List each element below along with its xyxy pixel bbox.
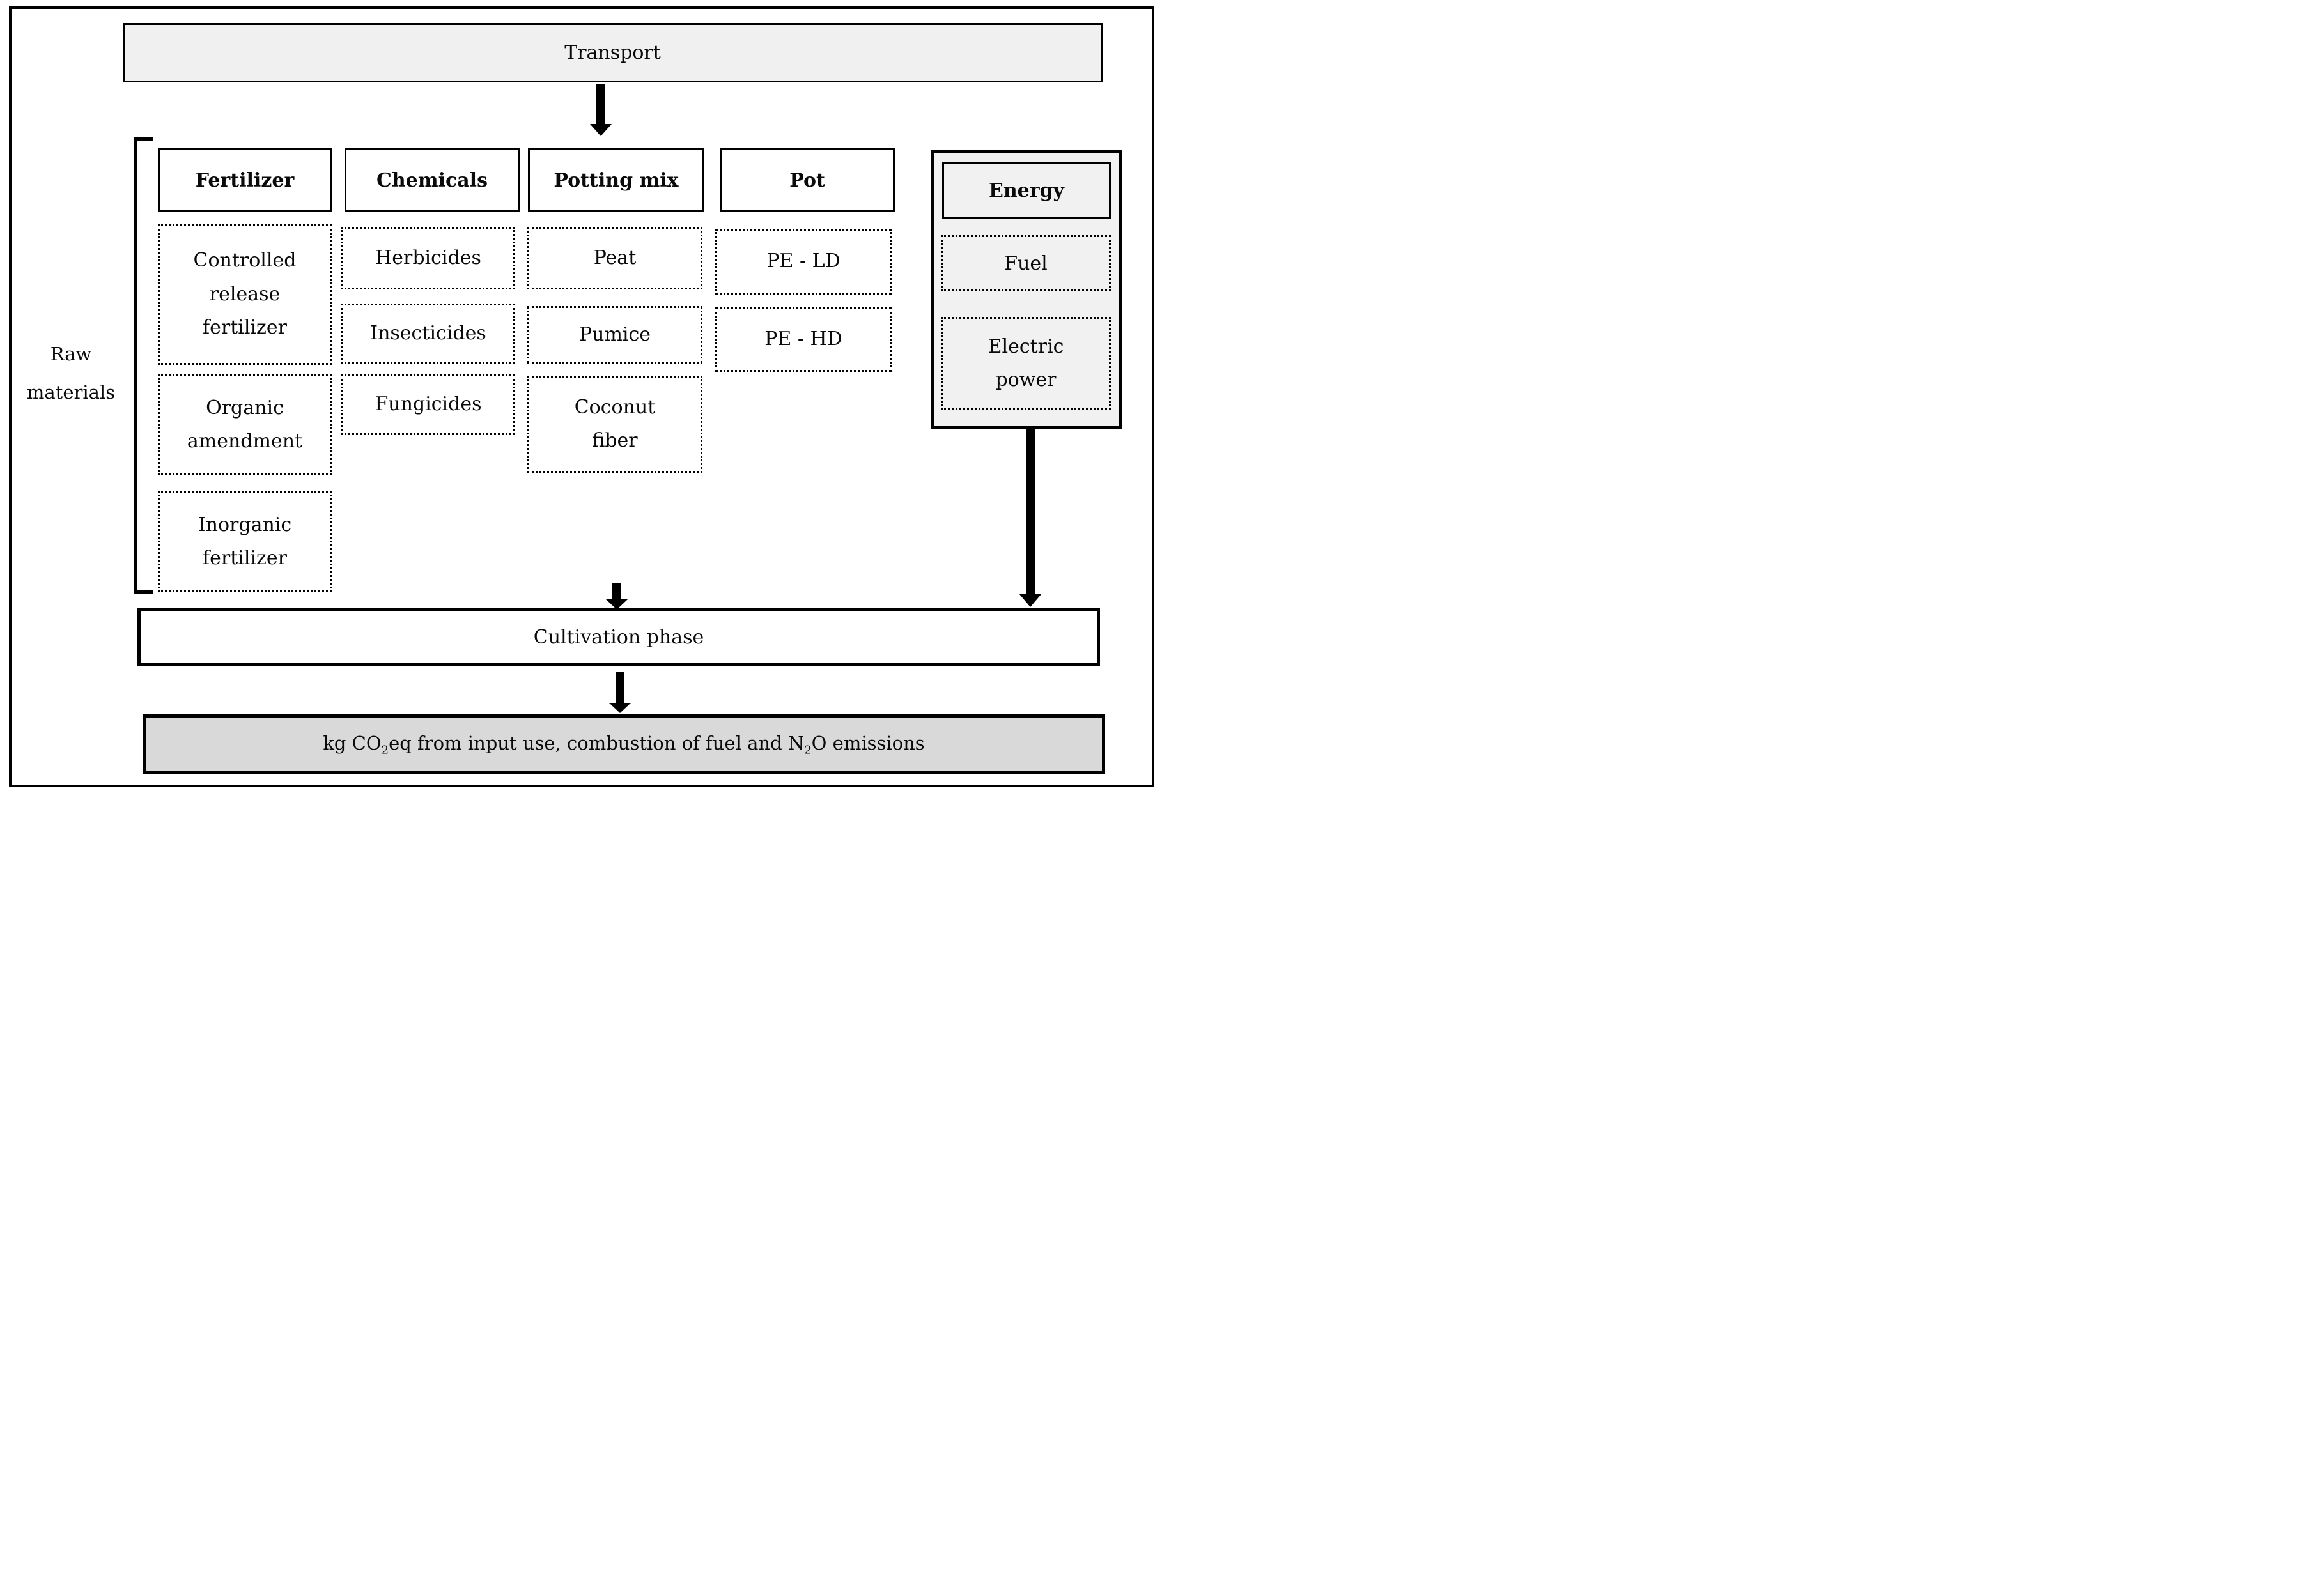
item-organic-amendment: Organic amendment [158, 374, 332, 475]
item-label: Fuel [1004, 252, 1048, 275]
emissions-output-box: kg CO2eq from input use, combustion of f… [143, 714, 1105, 774]
header-label: Potting mix [554, 169, 679, 192]
item-peat: Peat [527, 227, 702, 289]
header-label: Fertilizer [195, 169, 295, 192]
header-label: Chemicals [376, 169, 488, 192]
item-label: Insecticides [370, 321, 486, 344]
item-fuel: Fuel [941, 235, 1111, 291]
item-electric-power: Electric power [941, 317, 1111, 410]
emissions-output-label: kg CO2eq from input use, combustion of f… [323, 732, 924, 757]
item-label: PE - LD [766, 250, 841, 273]
item-label: Coconut fiber [574, 396, 656, 452]
arrow-head [590, 124, 612, 136]
item-label: Herbicides [375, 246, 481, 269]
item-controlled-release-fertilizer: Controlled release fertilizer [158, 224, 332, 365]
arrow-head [606, 599, 628, 610]
item-label: Pumice [578, 323, 651, 346]
outer-frame [9, 6, 1154, 787]
item-pumice: Pumice [527, 306, 702, 364]
cultivation-label: Cultivation phase [533, 626, 704, 649]
item-label: Organic amendment [187, 396, 303, 453]
output-subscript: 2 [804, 743, 812, 757]
item-insecticides: Insecticides [341, 304, 515, 364]
raw-materials-label: Raw materials [12, 335, 130, 411]
column-header-chemicals: Chemicals [345, 148, 520, 212]
item-pe-ld: PE - LD [715, 229, 892, 295]
arrow-shaft [616, 672, 624, 703]
item-inorganic-fertilizer: Inorganic fertilizer [158, 491, 332, 592]
output-segment: O emissions [811, 732, 925, 754]
item-fungicides: Fungicides [341, 374, 515, 435]
energy-header-label: Energy [989, 179, 1064, 202]
arrow-shaft [612, 583, 621, 599]
arrow-cultivation-to-output-icon [609, 672, 631, 713]
arrow-head [609, 703, 631, 713]
item-label: Electric power [988, 335, 1064, 392]
arrow-shaft [596, 84, 605, 124]
arrow-head [1019, 594, 1041, 607]
header-label: Pot [789, 169, 825, 192]
item-label: Fungicides [375, 393, 482, 416]
column-header-pot: Pot [720, 148, 895, 212]
raw-materials-label-line1: Raw [50, 343, 92, 365]
arrow-shaft [1026, 429, 1035, 594]
energy-panel: Energy Fuel Electric power [931, 150, 1122, 429]
transport-box: Transport [123, 23, 1103, 82]
column-header-potting-mix: Potting mix [528, 148, 704, 212]
item-label: PE - HD [764, 328, 842, 351]
item-pe-hd: PE - HD [715, 307, 892, 372]
energy-header-box: Energy [942, 162, 1111, 219]
item-label: Peat [593, 247, 637, 270]
item-herbicides: Herbicides [341, 227, 515, 289]
arrow-raw-materials-to-cultivation-icon [606, 583, 628, 610]
arrow-energy-to-cultivation-icon [1019, 429, 1041, 608]
output-segment: kg CO [323, 732, 382, 754]
diagram-canvas: Transport Raw materials Fertilizer Chemi… [0, 0, 1162, 792]
output-segment: eq from input use, combustion of fuel an… [389, 732, 805, 754]
item-label: Controlled release fertilizer [193, 249, 297, 339]
arrow-transport-to-raw-materials-icon [590, 84, 612, 136]
transport-label: Transport [564, 42, 661, 64]
item-coconut-fiber: Coconut fiber [527, 376, 702, 473]
column-header-fertilizer: Fertilizer [158, 148, 332, 212]
output-subscript: 2 [381, 743, 389, 757]
item-label: Inorganic fertilizer [198, 513, 292, 570]
raw-materials-bracket [134, 137, 153, 594]
raw-materials-label-line2: materials [26, 381, 116, 403]
cultivation-phase-box: Cultivation phase [137, 608, 1100, 666]
